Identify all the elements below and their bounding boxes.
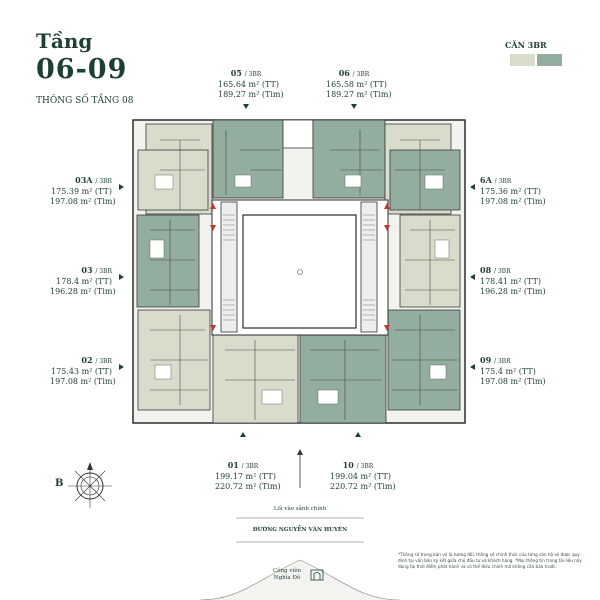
pointer-03 <box>119 274 124 280</box>
unit-label-08: 08 / 3BR 178.41 m² (TT)196.28 m² (Tim) <box>480 265 546 296</box>
unit-01-area <box>212 334 299 424</box>
unit-label-03a: 03A / 3BR 175.39 m² (TT)197.08 m² (Tim) <box>50 175 116 206</box>
stair-treads <box>223 214 375 321</box>
pointer-02 <box>119 364 124 370</box>
unit-label-01: 01 / 3BR 199.17 m² (TT)220.72 m² (Tim) <box>215 460 281 491</box>
courtyard-void <box>242 214 357 329</box>
pointer-03a <box>119 184 124 190</box>
unit-label-02: 02 / 3BR 175.43 m² (TT)197.08 m² (Tim) <box>50 355 116 386</box>
unit-label-03: 03 / 3BR 178.4 m² (TT)196.28 m² (Tim) <box>50 265 116 296</box>
exit-markers <box>210 203 390 331</box>
park-hill <box>200 559 400 600</box>
park-label: Công viên Nghĩa Đô <box>273 568 301 581</box>
pointer-01 <box>240 432 246 437</box>
pointer-05 <box>243 104 249 109</box>
unit-10-area <box>299 334 387 424</box>
pointer-10 <box>355 432 361 437</box>
left-stair-core <box>220 201 238 333</box>
compass-north-letter: B <box>55 478 64 489</box>
park-gate-icon <box>310 569 324 581</box>
pointer-6a <box>470 184 475 190</box>
pointer-08 <box>470 274 475 280</box>
courtyard-center-mark <box>297 269 303 275</box>
street-lines <box>236 517 364 543</box>
pointer-06 <box>351 104 357 109</box>
unit-label-09: 09 / 3BR 175.4 m² (TT)197.08 m² (Tim) <box>480 355 546 386</box>
floor-subtitle: THÔNG SỐ TẦNG 08 <box>36 96 134 106</box>
floor-title-word: Tầng <box>36 29 93 53</box>
unit-label-6a: 6A / 3BR 175.36 m² (TT)197.08 m² (Tim) <box>480 175 546 206</box>
unit-03-area <box>136 214 200 308</box>
legend-label: CĂN 3BR <box>505 40 547 50</box>
legend-swatch-dark <box>537 54 562 66</box>
floor-range-title: 06-09 <box>36 54 128 85</box>
entrance-label: Lối vào sảnh chính <box>273 506 327 512</box>
furniture <box>149 174 450 405</box>
legend-swatch-light <box>510 54 535 66</box>
right-stair-core <box>360 201 378 333</box>
unit-label-05: 05 / 3BR 165.64 m² (TT)189.27 m² (Tim) <box>218 68 284 99</box>
street-name: ĐƯỜNG NGUYỄN VĂN HUYÊN <box>252 527 348 533</box>
interior-walls <box>150 130 458 420</box>
unit-label-10: 10 / 3BR 199.04 m² (TT)220.72 m² (Tim) <box>330 460 396 491</box>
pointer-09 <box>470 364 475 370</box>
compass-icon <box>68 462 112 508</box>
top-core <box>282 119 314 149</box>
unit-label-06: 06 / 3BR 165.58 m² (TT)189.27 m² (Tim) <box>326 68 392 99</box>
entrance-arrow-icon <box>297 449 303 488</box>
disclaimer-note: *Thông số trong bản vẽ là tương đối, thô… <box>398 552 582 569</box>
